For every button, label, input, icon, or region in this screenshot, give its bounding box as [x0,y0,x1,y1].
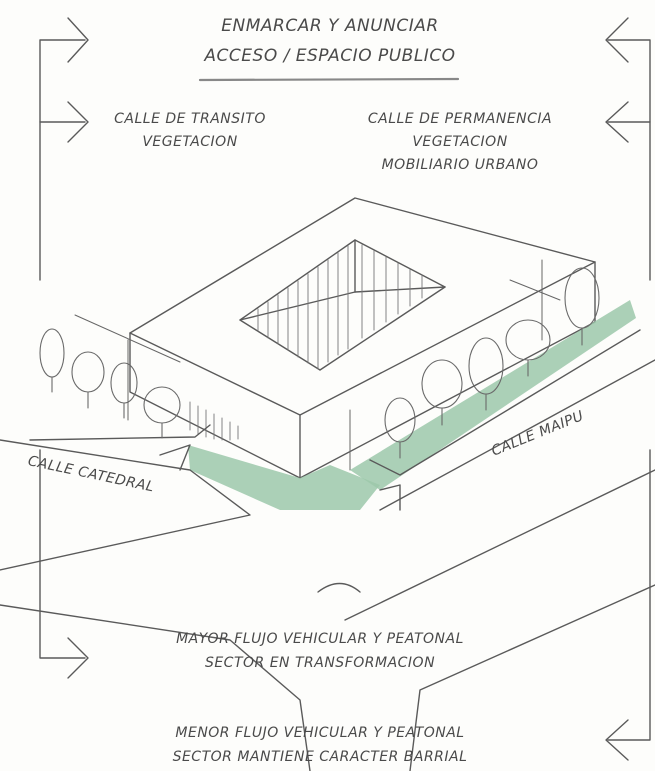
tree-icon [143,386,181,424]
left-bracket-bottom [39,449,89,679]
header-line-1: ENMARCAR Y ANUNCIAR [221,16,439,36]
bottom2-line-1: MENOR FLUJO VEHICULAR Y PEATONAL [175,725,465,741]
tree-icon [110,362,138,404]
left-label-line-2: VEGETACION [142,134,238,150]
trees [39,267,600,459]
header-line-2: ACCESO / ESPACIO PUBLICO [204,46,456,66]
tree-icon [39,328,65,378]
courtyard-hatch [257,244,423,370]
right-label-line-2: VEGETACION [412,134,508,150]
left-bracket-top [39,17,89,281]
construction-lines [74,259,561,471]
tree-icon [71,351,105,393]
right-label-line-1: CALLE DE PERMANENCIA [367,111,553,127]
right-label-line-3: MOBILIARIO URBANO [381,157,539,173]
bottom1-line-1: MAYOR FLUJO VEHICULAR Y PEATONAL [176,631,464,647]
street-lines [0,329,655,771]
right-bracket-bottom [605,449,651,761]
tree-icon [421,359,463,409]
green-strip-right [350,300,636,490]
bottom2-line-2: SECTOR MANTIENE CARACTER BARRIAL [172,749,468,765]
left-label-line-1: CALLE DE TRANSITO [114,111,266,127]
right-bracket-top [605,17,651,281]
tree-icon [468,337,504,395]
green-strip-left [188,445,380,510]
corner-hatch [189,401,239,441]
tree-icon [564,267,600,329]
tree-icon [505,319,551,361]
bottom1-line-2: SECTOR EN TRANSFORMACION [204,655,436,671]
